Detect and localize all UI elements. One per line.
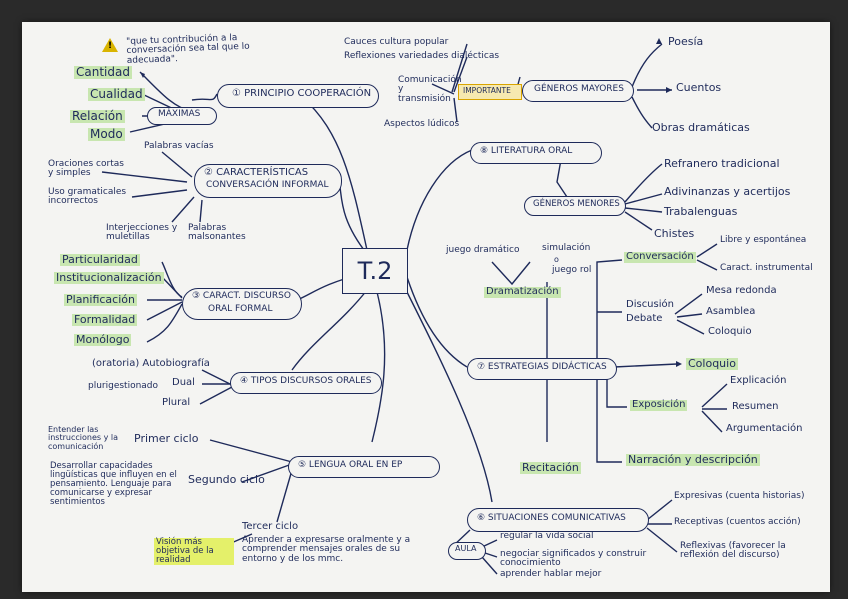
maxima-modo: Modo bbox=[88, 127, 125, 141]
branch1-title: ① PRINCIPIO COOPERACIÓN bbox=[232, 88, 372, 99]
menores-label: GÉNEROS MENORES bbox=[533, 199, 620, 209]
situacion-expresivas: Expresivas (cuenta historias) bbox=[674, 491, 805, 501]
simulacion: simulación bbox=[542, 243, 591, 253]
argumentacion: Argumentación bbox=[726, 423, 803, 434]
mayores-obras: Obras dramáticas bbox=[652, 121, 750, 134]
narracion: Narración y descripción bbox=[626, 453, 760, 466]
maxima-cualidad: Cualidad bbox=[88, 87, 145, 101]
exposicion: Exposición bbox=[630, 399, 688, 411]
mesa-redonda: Mesa redonda bbox=[706, 285, 777, 296]
primer-ciclo-desc: Entender las instrucciones y la comunica… bbox=[48, 425, 118, 451]
menores-trabalenguas: Trabalenguas bbox=[664, 205, 738, 218]
branch2-title-1: ② CARACTERÍSTICAS bbox=[204, 167, 309, 178]
debate: Debate bbox=[626, 313, 663, 324]
tercer-ciclo: Tercer ciclo bbox=[242, 521, 299, 532]
branch7-title: ⑦ ESTRATEGIAS DIDÁCTICAS bbox=[477, 362, 607, 372]
mind-map-sheet: ! "que tu contribución a la conversación… bbox=[22, 22, 830, 592]
branch2-item-0: Palabras vacías bbox=[144, 141, 214, 151]
aula-box bbox=[448, 542, 486, 560]
branch8-box bbox=[470, 142, 602, 164]
mayores-cuentos: Cuentos bbox=[676, 81, 722, 94]
simulacion-o: o bbox=[554, 255, 559, 264]
segundo-ciclo-desc: Desarrollar capacidades lingüísticas que… bbox=[50, 461, 177, 507]
branch1-box bbox=[217, 84, 379, 108]
center-topic: T.2 bbox=[342, 248, 408, 294]
maximas-box bbox=[147, 107, 217, 125]
branch2-item-4: Palabras malsonantes bbox=[188, 223, 246, 243]
branch6-title: ⑥ SITUACIONES COMUNICATIVAS bbox=[477, 513, 626, 523]
branch2-title-2: CONVERSACIÓN INFORMAL bbox=[206, 180, 329, 190]
branch3-title-2: ORAL FORMAL bbox=[208, 304, 273, 314]
vision-objetiva: Visión más objetiva de la realidad bbox=[154, 538, 234, 565]
branch6-box bbox=[467, 508, 649, 532]
menores-refranero: Refranero tradicional bbox=[664, 157, 780, 170]
mayores-poesia: Poesía bbox=[668, 35, 704, 48]
branch4-box bbox=[230, 372, 382, 394]
mayores-box bbox=[522, 80, 634, 102]
asamblea: Asamblea bbox=[706, 306, 756, 317]
aula-item-0: regular la vida social bbox=[500, 531, 594, 541]
juego-rol: juego rol bbox=[552, 265, 592, 275]
aula-item-1: negociar significados y construir conoci… bbox=[500, 549, 647, 569]
branch3-title-1: ③ CARACT. DISCURSO bbox=[192, 291, 291, 301]
juego-dramatico: juego dramático bbox=[446, 245, 520, 255]
literatura-item-1: Reflexiones variedades dialécticas bbox=[344, 51, 500, 61]
literatura-item-0: Cauces cultura popular bbox=[344, 37, 449, 47]
branch4-item-2: Plural bbox=[162, 397, 191, 408]
primer-ciclo: Primer ciclo bbox=[134, 432, 199, 445]
branch3-item-2: Planificación bbox=[64, 293, 137, 306]
branch3-box bbox=[182, 288, 302, 320]
branch2-item-2: Uso gramaticales incorrectos bbox=[48, 187, 127, 207]
conversacion-instrumental: Caract. instrumental bbox=[720, 263, 813, 273]
segundo-ciclo: Segundo ciclo bbox=[188, 473, 265, 486]
discusion: Discusión bbox=[626, 299, 674, 310]
branch2-item-1: Oraciones cortas y simples bbox=[48, 159, 124, 179]
branch4-item-3: plurigestionado bbox=[88, 381, 159, 391]
branch7-box bbox=[467, 358, 617, 380]
branch4-item-1: Dual bbox=[172, 377, 195, 388]
branch2-box bbox=[194, 164, 342, 198]
recitacion: Recitación bbox=[520, 461, 581, 474]
maxima-cantidad: Cantidad bbox=[74, 65, 132, 79]
maxima-relacion: Relación bbox=[70, 109, 125, 123]
aula-label: AULA bbox=[455, 544, 477, 553]
coloquio-disc: Coloquio bbox=[708, 326, 752, 337]
branch5-box bbox=[288, 456, 440, 478]
importante-label: IMPORTANTE bbox=[463, 86, 511, 95]
situacion-reflexivas: Reflexivas (favorecer la reflexión del d… bbox=[680, 541, 786, 561]
branch3-item-3: Formalidad bbox=[72, 313, 138, 326]
coloquio: Coloquio bbox=[686, 357, 738, 370]
aula-item-2: aprender hablar mejor bbox=[500, 569, 602, 579]
maximas-label: MÁXIMAS bbox=[158, 109, 201, 119]
menores-chistes: Chistes bbox=[654, 227, 695, 240]
literatura-item-2: Comunicación y transmisión bbox=[398, 75, 462, 104]
menores-adivinanzas: Adivinanzas y acertijos bbox=[664, 185, 791, 198]
situacion-receptivas: Receptivas (cuentos acción) bbox=[674, 517, 801, 527]
branch4-title: ④ TIPOS DISCURSOS ORALES bbox=[240, 376, 372, 386]
resumen: Resumen bbox=[732, 401, 779, 412]
dramatizacion: Dramatización bbox=[484, 286, 561, 298]
branch3-item-1: Institucionalización bbox=[54, 271, 164, 284]
branch3-item-4: Monólogo bbox=[74, 333, 132, 346]
tercer-ciclo-desc: Aprender a expresarse oralmente y a comp… bbox=[242, 535, 411, 564]
warning-icon: ! bbox=[102, 38, 118, 52]
mayores-label: GÉNEROS MAYORES bbox=[534, 84, 624, 94]
importante-badge bbox=[458, 84, 522, 100]
branch5-title: ⑤ LENGUA ORAL EN EP bbox=[298, 460, 403, 470]
branch4-item-0: (oratoria) Autobiografía bbox=[92, 358, 210, 369]
branch8-title: ⑧ LITERATURA ORAL bbox=[480, 146, 573, 156]
literatura-item-3: Aspectos lúdicos bbox=[384, 119, 460, 129]
branch3-item-0: Particularidad bbox=[60, 253, 140, 266]
note-text: "que tu contribución a la conversación s… bbox=[125, 33, 250, 66]
conversacion-libre: Libre y espontánea bbox=[720, 235, 807, 245]
menores-box bbox=[524, 196, 626, 216]
branch2-item-3: Interjecciones y muletillas bbox=[106, 223, 178, 243]
conversacion: Conversación bbox=[624, 251, 696, 263]
explicacion: Explicación bbox=[730, 375, 787, 386]
